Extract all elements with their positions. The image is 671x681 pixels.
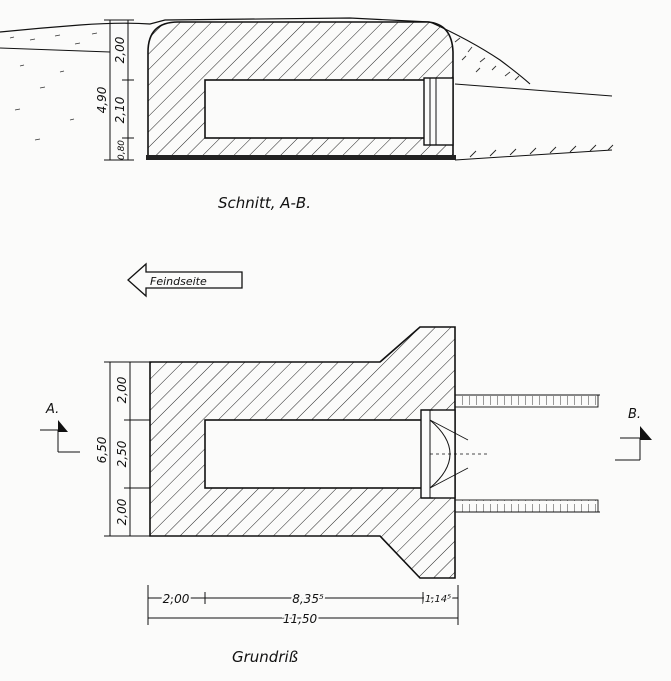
- plan-dim-chain-vertical: [104, 361, 150, 537]
- mound-stipple: [454, 37, 520, 81]
- ground-line-left: [0, 47, 111, 53]
- plan-chamber: [204, 419, 424, 489]
- plan-caption: Grundriß: [232, 648, 298, 666]
- marker-b-label: B.: [628, 407, 641, 422]
- section-marker-a: A.: [40, 402, 80, 453]
- firing-line-2: [429, 419, 469, 441]
- section-dim-chain: [104, 19, 134, 161]
- rail-lower: [454, 499, 599, 513]
- section-marker-b: B.: [615, 407, 652, 461]
- plan-dim-embrasure: 1,14⁵: [425, 594, 451, 605]
- ground-line-right-lower: [454, 149, 613, 161]
- rail-upper: [454, 394, 599, 408]
- firing-line-3: [429, 467, 469, 489]
- plan-dim-total-length: 11,50: [283, 612, 318, 626]
- terrain-left: [0, 17, 431, 33]
- section-dim-total: 4,90: [95, 86, 109, 113]
- terrain-stipple: [9, 32, 98, 141]
- earth-mound: [429, 21, 531, 85]
- plan-dim-room: 2,50: [115, 440, 129, 467]
- plan-dim-total-depth: 6,50: [95, 436, 109, 463]
- section-chamber: [204, 79, 426, 139]
- section-caption: Schnitt, A-B.: [218, 194, 311, 212]
- enemy-side-arrow: Feindseite: [127, 262, 243, 298]
- plan-dim-room-length: 8,35⁵: [292, 592, 324, 606]
- plan-dim-wall-top: 2,00: [115, 376, 129, 403]
- plan-view: A. B. 6,50 2,00 2,50 2,00: [40, 326, 652, 666]
- section-dim-floor: 0,80: [117, 140, 127, 160]
- section-dim-roof: 2,00: [113, 36, 127, 63]
- arrow-shape: [127, 262, 243, 298]
- section-foundation: [146, 155, 456, 160]
- section-dim-room: 2,10: [113, 96, 127, 123]
- plan-dim-chain-horizontal: [147, 585, 459, 625]
- ground-hatch-right: [469, 144, 614, 158]
- section-embrasure: [423, 77, 454, 146]
- plan-dim-wall-bottom: 2,00: [115, 498, 129, 525]
- enemy-side-label: Feindseite: [150, 275, 207, 288]
- ground-line-right-upper: [454, 83, 613, 97]
- marker-a-label: A.: [45, 402, 59, 417]
- plan-dim-wall-left: 2,00: [163, 592, 190, 606]
- section-view: 4,90 2,00 2,10 0,80 Schnitt, A-B.: [0, 17, 614, 212]
